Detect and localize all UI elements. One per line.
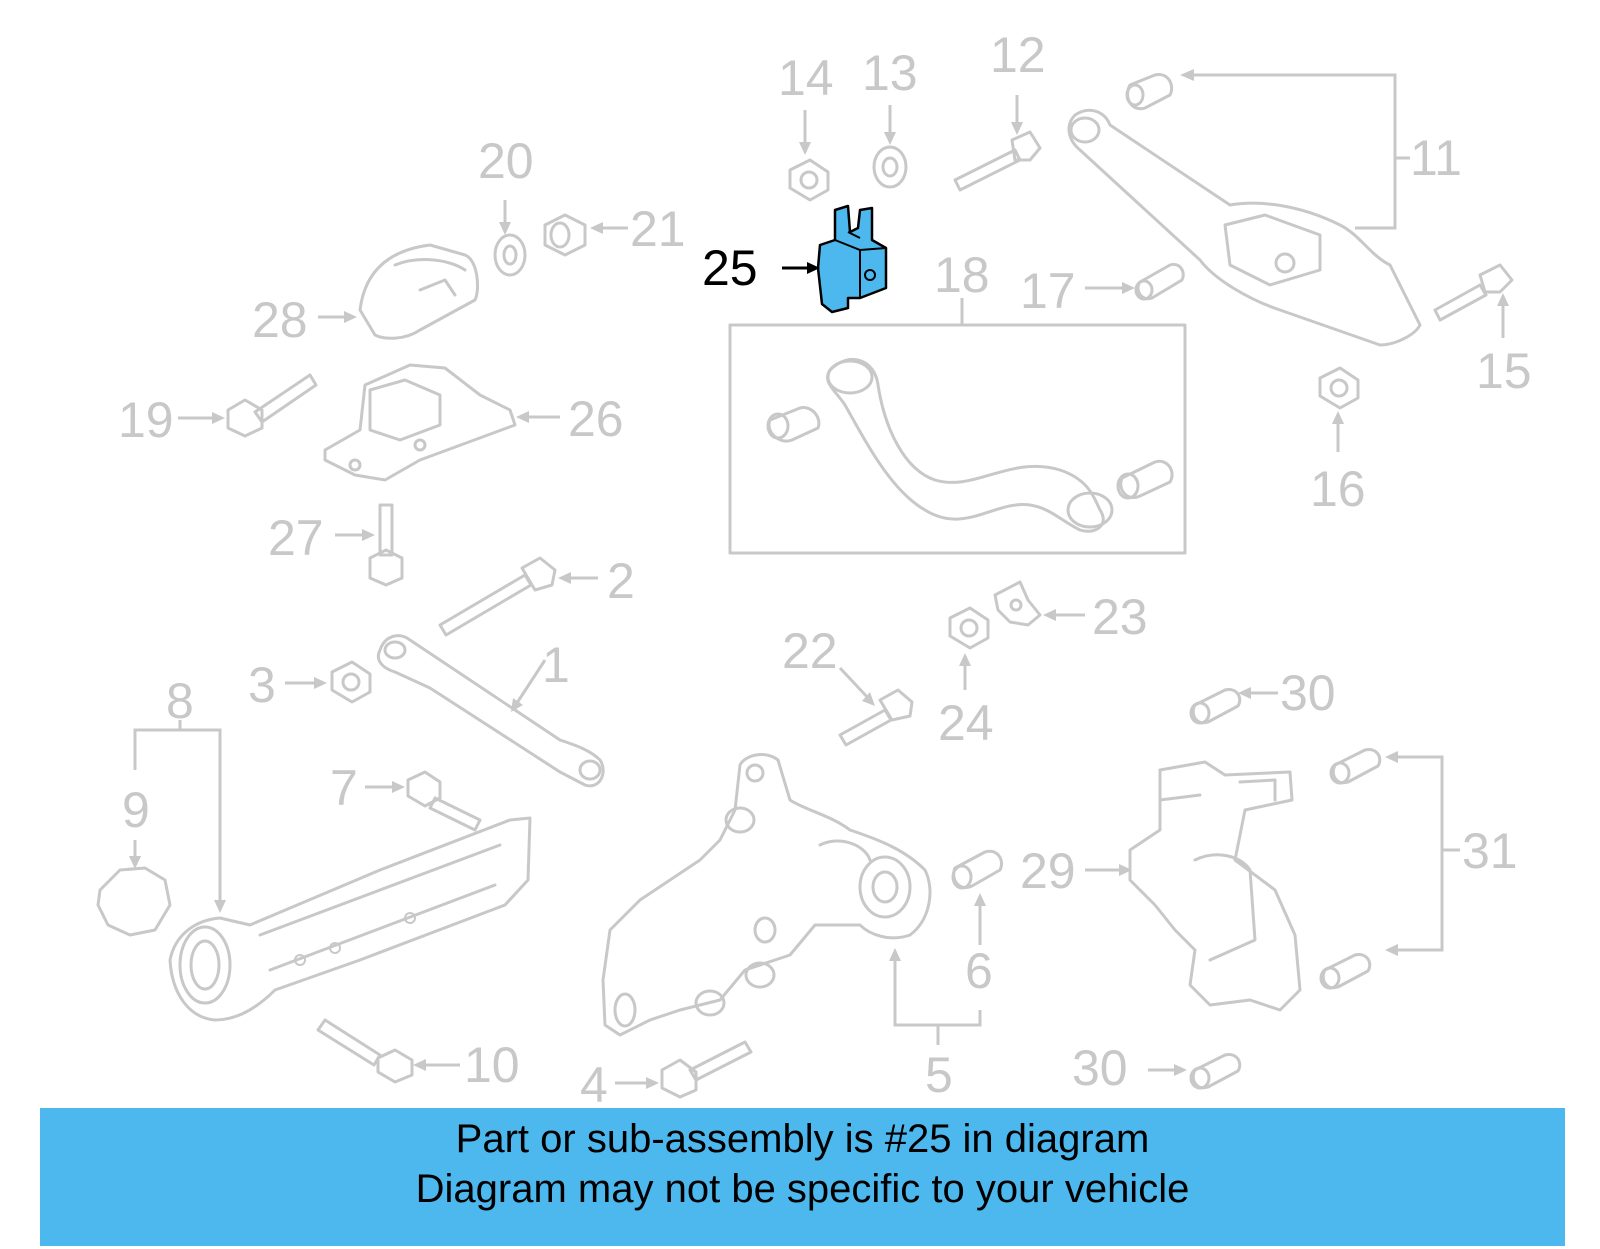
part-14-group [788,110,830,202]
callout-11[interactable]: 11 [1410,130,1462,186]
part-31-group [1319,748,1460,990]
part-24-group [948,606,990,690]
part-23-group [993,580,1085,627]
info-banner: Part or sub-assembly is #25 in diagram D… [40,1108,1565,1246]
callout-15[interactable]: 15 [1476,343,1532,399]
part-28-group [318,243,479,340]
callout-9[interactable]: 9 [122,782,150,838]
part-16-group [1318,366,1360,452]
part-19-group [178,373,318,438]
callout-14[interactable]: 14 [778,50,834,106]
callout-13[interactable]: 13 [862,45,918,101]
part-30-bottom-group [1148,1053,1242,1090]
part-20-group [493,200,527,277]
part-1-group [376,634,605,788]
callout-3[interactable]: 3 [248,657,276,713]
callout-4[interactable]: 4 [580,1057,608,1113]
banner-line-1: Part or sub-assembly is #25 in diagram [455,1117,1150,1161]
callout-25[interactable]: 25 [702,240,758,296]
part-15-group [1433,263,1514,338]
callout-27[interactable]: 27 [268,510,324,566]
callout-17[interactable]: 17 [1020,263,1076,319]
part-6-group [951,849,1003,945]
part-2-group [438,556,598,637]
part-30-top-group [1189,687,1278,725]
part-11-group [1067,69,1422,347]
callout-20[interactable]: 20 [478,133,534,189]
part-13-group [872,105,908,189]
part-27-group [335,503,404,587]
callout-31[interactable]: 31 [1462,823,1518,879]
callout-21[interactable]: 21 [630,201,686,257]
callout-30-top[interactable]: 30 [1280,665,1336,721]
part-8-group [133,720,532,1022]
callout-30-bottom[interactable]: 30 [1072,1040,1128,1096]
part-3-group [285,660,372,704]
part-18-group [728,298,1187,555]
callout-8[interactable]: 8 [166,673,194,729]
callout-18[interactable]: 18 [934,247,990,303]
part-5-group [601,753,982,1045]
part-29-group [1085,760,1302,1012]
callout-22[interactable]: 22 [782,623,838,679]
callout-19[interactable]: 19 [118,392,174,448]
banner-line-2: Diagram may not be specific to your vehi… [415,1167,1190,1211]
callout-23[interactable]: 23 [1092,589,1148,645]
callout-29[interactable]: 29 [1020,843,1076,899]
callout-24[interactable]: 24 [938,695,994,751]
part-7-group [365,770,482,832]
part-10-group [316,1018,460,1084]
part-22-group [838,666,914,747]
part-4-group [615,1040,753,1099]
callout-1[interactable]: 1 [542,637,570,693]
part-25-bracket[interactable] [782,204,888,314]
callout-10[interactable]: 10 [464,1037,520,1093]
callout-6[interactable]: 6 [965,943,993,999]
callout-7[interactable]: 7 [330,760,358,816]
part-21-group [543,213,628,257]
callout-5[interactable]: 5 [925,1047,953,1103]
part-9-group [96,840,172,937]
callout-16[interactable]: 16 [1310,461,1366,517]
part-12-group [953,95,1042,192]
callout-26[interactable]: 26 [568,391,624,447]
callout-28[interactable]: 28 [252,292,308,348]
part-17-group [1085,262,1185,301]
callout-2[interactable]: 2 [607,553,635,609]
callout-12[interactable]: 12 [990,27,1046,83]
part-26-group [323,363,560,482]
